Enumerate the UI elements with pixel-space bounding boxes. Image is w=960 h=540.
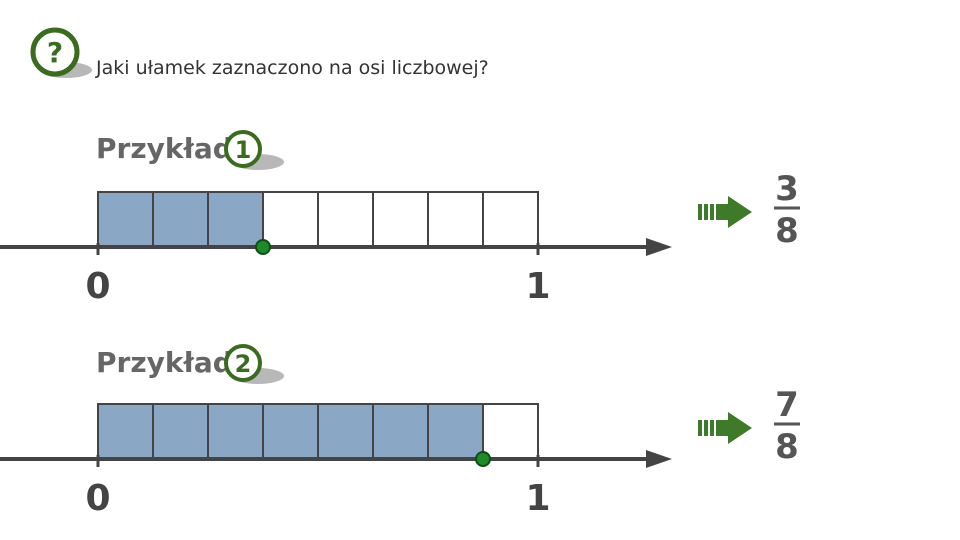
empty-segment <box>262 191 319 248</box>
fraction-bar <box>96 403 540 467</box>
question-mark-icon: ? <box>30 27 80 77</box>
answer-fraction: 3 8 <box>774 169 800 251</box>
fraction-denominator: 8 <box>775 211 799 251</box>
empty-segment <box>372 191 429 248</box>
tick-label-start: 0 <box>85 478 110 519</box>
example-label: Przykład <box>96 346 233 379</box>
empty-segment <box>427 191 484 248</box>
tick-label-start: 0 <box>85 266 110 307</box>
shaded-segment <box>207 191 264 248</box>
shaded-segment <box>152 191 209 248</box>
fraction-numerator: 7 <box>775 385 799 425</box>
fraction-bar <box>96 191 540 255</box>
empty-segment <box>482 403 539 460</box>
empty-segment <box>317 191 374 248</box>
example-number-badge: 1 <box>224 130 284 170</box>
tick-label-end: 1 <box>525 266 550 307</box>
fraction-denominator: 8 <box>775 427 799 467</box>
example-number-badge: 2 <box>224 344 284 384</box>
example-label: Przykład <box>96 132 233 165</box>
shaded-segment <box>372 403 429 460</box>
shaded-segment <box>427 403 484 460</box>
shaded-segment <box>207 403 264 460</box>
answer-arrow-icon <box>698 412 752 444</box>
axis-arrowhead <box>646 238 672 256</box>
example-2: Przykład 2 0 1 7 <box>0 344 800 519</box>
tick-label-end: 1 <box>525 478 550 519</box>
shaded-segment <box>152 403 209 460</box>
shaded-segment <box>317 403 374 460</box>
number-axis <box>0 238 672 256</box>
question-header: ? Jaki ułamek zaznaczono na osi liczbowe… <box>30 27 489 79</box>
answer-arrow-icon <box>698 196 752 228</box>
shaded-segment <box>262 403 319 460</box>
example-number: 2 <box>235 350 252 378</box>
example-number: 1 <box>235 136 252 164</box>
shaded-segment <box>97 403 154 460</box>
fraction-point <box>255 239 271 255</box>
question-mark-glyph: ? <box>47 36 63 69</box>
fraction-numerator: 3 <box>775 169 799 209</box>
axis-arrowhead <box>646 450 672 468</box>
question-text: Jaki ułamek zaznaczono na osi liczbowej? <box>95 57 489 79</box>
number-axis <box>0 450 672 468</box>
fraction-point <box>475 451 491 467</box>
shaded-segment <box>97 191 154 248</box>
example-1: Przykład 1 0 1 3 <box>0 130 800 307</box>
answer-fraction: 7 8 <box>774 385 800 467</box>
empty-segment <box>482 191 539 248</box>
